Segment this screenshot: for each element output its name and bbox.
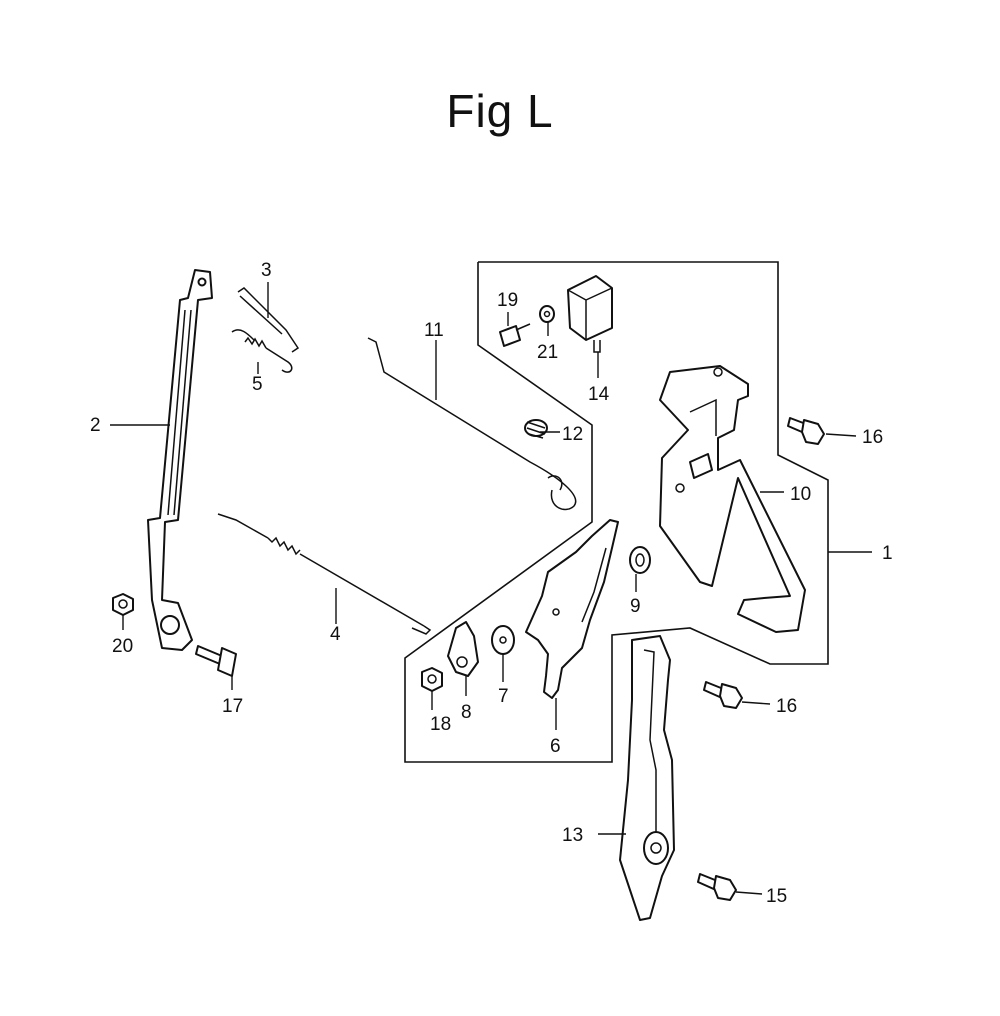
figure-title: Fig L <box>446 85 554 137</box>
callout-21: 21 <box>537 342 558 363</box>
callout-16b: 16 <box>776 696 797 717</box>
part-21-washer <box>539 305 555 323</box>
part-6-plate <box>525 519 619 699</box>
part-16-bolt-lower <box>703 681 743 709</box>
part-17-bolt <box>195 645 237 677</box>
part-15-bolt <box>697 873 737 901</box>
callout-11: 11 <box>424 320 444 341</box>
callout-3: 3 <box>261 260 272 281</box>
callout-4: 4 <box>330 624 341 645</box>
part-5-spring <box>231 329 293 373</box>
callout-1: 1 <box>882 543 893 564</box>
part-13-cover <box>619 635 675 921</box>
part-11-wire-rod <box>367 337 577 511</box>
callout-20: 20 <box>112 636 133 657</box>
part-7-washer <box>491 625 515 655</box>
callout-19: 19 <box>497 290 518 311</box>
callout-9: 9 <box>630 596 641 617</box>
assembly-frame <box>404 261 829 763</box>
callout-16a: 16 <box>862 427 883 448</box>
callout-15: 15 <box>766 886 787 907</box>
callout-18: 18 <box>430 714 451 735</box>
part-12-spring <box>524 419 548 439</box>
callout-13: 13 <box>562 825 583 846</box>
part-8-lever <box>447 621 479 677</box>
callout-14: 14 <box>588 384 610 405</box>
callout-8: 8 <box>461 702 472 723</box>
part-14-switch <box>567 275 613 353</box>
part-16-bolt-upper <box>787 417 825 445</box>
part-3-spring-clip <box>237 287 300 353</box>
part-2-lever-arm <box>147 269 213 651</box>
part-4-rod <box>217 513 432 635</box>
callout-5: 5 <box>252 374 263 395</box>
callout-17: 17 <box>222 696 243 717</box>
part-10-bracket <box>659 365 806 633</box>
callout-7: 7 <box>498 686 509 707</box>
callout-2: 2 <box>90 415 101 436</box>
part-20-nut <box>112 593 134 616</box>
part-18-nut <box>421 667 443 692</box>
part-9-washer <box>629 546 651 574</box>
callout-6: 6 <box>550 736 561 757</box>
part-19-screw <box>499 323 531 347</box>
callout-12: 12 <box>562 424 583 445</box>
callout-10: 10 <box>790 484 811 505</box>
leader-lines <box>110 282 872 895</box>
